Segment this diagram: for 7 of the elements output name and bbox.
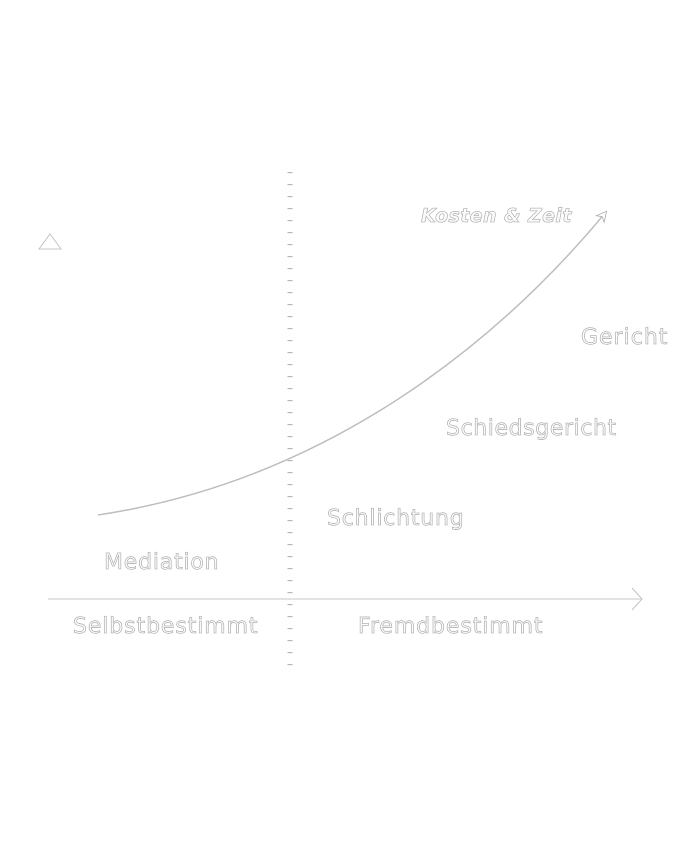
method-label: Schiedsgericht — [446, 416, 617, 442]
method-label: Schlichtung — [327, 506, 465, 532]
axis-label: Selbstbestimmt — [73, 614, 258, 640]
method-label: Gericht — [581, 325, 668, 352]
curve-label: Kosten & Zeit — [421, 205, 572, 228]
axis-label: Fremdbestimmt — [358, 614, 544, 640]
method-label: Mediation — [104, 550, 220, 576]
